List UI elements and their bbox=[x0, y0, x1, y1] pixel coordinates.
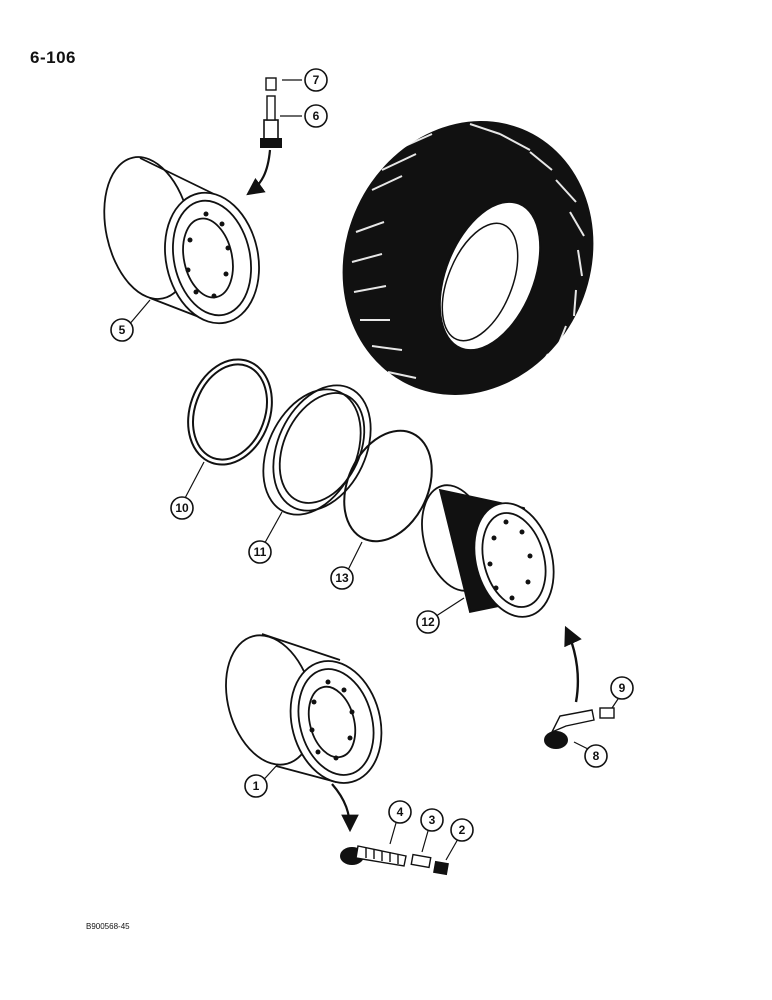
o-ring-13 bbox=[343, 429, 433, 543]
callout-8: 8 bbox=[584, 744, 608, 768]
callout-11: 11 bbox=[248, 540, 272, 564]
valve-extension-4 bbox=[355, 845, 407, 867]
callout-13: 13 bbox=[330, 566, 354, 590]
svg-text:1: 1 bbox=[253, 779, 260, 793]
svg-text:12: 12 bbox=[421, 615, 435, 629]
callout-7: 7 bbox=[304, 68, 328, 92]
lock-ring-10 bbox=[187, 358, 273, 466]
svg-text:10: 10 bbox=[175, 501, 189, 515]
callout-9: 9 bbox=[610, 676, 634, 700]
svg-text:9: 9 bbox=[619, 681, 626, 695]
rim-base-12 bbox=[421, 484, 555, 618]
valve-base-8 bbox=[544, 709, 595, 749]
figure-id: B900568-45 bbox=[86, 922, 130, 931]
svg-text:5: 5 bbox=[119, 323, 126, 337]
valve-cap-9 bbox=[599, 707, 615, 719]
callout-4: 4 bbox=[388, 800, 412, 824]
valve-core-3 bbox=[410, 853, 432, 869]
page-number: 6-106 bbox=[30, 48, 76, 67]
svg-text:8: 8 bbox=[593, 749, 600, 763]
callout-10: 10 bbox=[170, 496, 194, 520]
rim-1 bbox=[225, 633, 383, 784]
svg-text:6: 6 bbox=[313, 109, 320, 123]
svg-text:4: 4 bbox=[397, 805, 404, 819]
svg-text:11: 11 bbox=[254, 545, 267, 559]
valve-cap-7 bbox=[265, 77, 277, 91]
valve-cap-2 bbox=[433, 860, 449, 876]
valve-stem-6 bbox=[260, 95, 282, 148]
svg-text:2: 2 bbox=[459, 823, 466, 837]
svg-text:13: 13 bbox=[335, 571, 349, 585]
callout-6: 6 bbox=[304, 104, 328, 128]
rim-5 bbox=[103, 156, 260, 325]
callout-12: 12 bbox=[416, 610, 440, 634]
tire bbox=[342, 107, 594, 401]
callout-5: 5 bbox=[110, 318, 134, 342]
callout-2: 2 bbox=[450, 818, 474, 842]
svg-text:7: 7 bbox=[313, 73, 320, 87]
callout-3: 3 bbox=[420, 808, 444, 832]
svg-text:3: 3 bbox=[429, 813, 436, 827]
callout-1: 1 bbox=[244, 774, 268, 798]
